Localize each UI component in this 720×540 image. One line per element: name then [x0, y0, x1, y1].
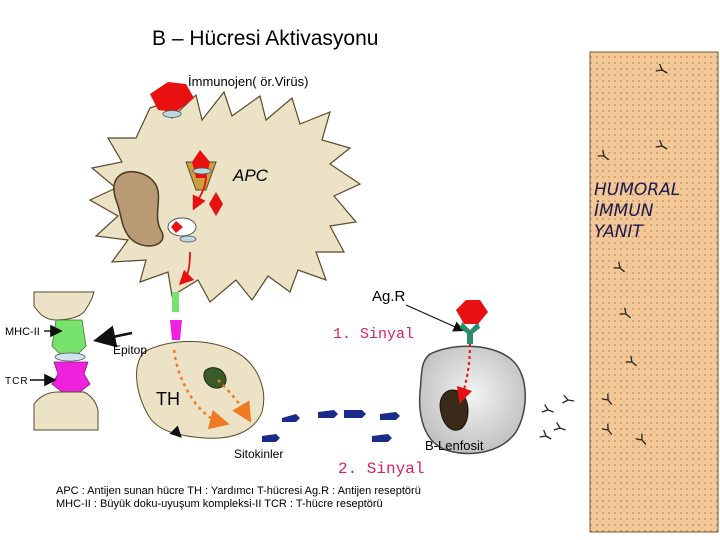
apc-nucleus — [113, 170, 164, 247]
signal-1-label: 1. Sinyal — [333, 326, 415, 343]
antibody-icon — [597, 149, 610, 161]
antigen-receptor-label: Ag.R — [372, 288, 406, 305]
antigen-fragment-icon — [209, 192, 223, 216]
antibody-icon — [613, 261, 626, 273]
humoral-response-label: HUMORAL İMMUN YANIT — [594, 180, 681, 242]
antibody-icon — [562, 394, 575, 404]
th-label: TH — [156, 389, 180, 409]
mhc-ii-label: MHC-II — [5, 326, 40, 338]
signal-2-label: 2. Sinyal — [338, 460, 425, 478]
antibody-icon — [601, 423, 613, 436]
b-lymphocyte-label: B-Lenfosit — [425, 438, 484, 453]
antibody-icon — [619, 307, 632, 319]
mhc-stalk — [172, 292, 179, 312]
humoral-panel — [589, 51, 719, 533]
legend-line-2: MHC-II : Büyük doku-uyuşum kompleksi-II … — [56, 498, 383, 510]
apc-membrane-closeup — [33, 291, 95, 321]
cytokine-icon — [262, 410, 400, 442]
antibody-icon — [539, 429, 552, 440]
receptor-antigen-icon — [456, 300, 488, 324]
tcr-closeup — [51, 361, 91, 393]
tcr-label: TCR — [5, 376, 29, 387]
b-lymphocyte — [418, 345, 526, 455]
epitope-closeup — [54, 352, 86, 362]
apc-label: APC — [233, 166, 268, 185]
immunogen-icon — [150, 82, 194, 112]
t-cell-membrane-closeup — [33, 391, 99, 431]
apc-cell — [88, 90, 362, 303]
antibody-icon — [625, 355, 638, 367]
immunogen-label: İmmunojen( ör.Virüs) — [188, 74, 309, 89]
antibody-icon — [553, 422, 566, 431]
th-nucleus — [203, 367, 227, 389]
antibody-icon — [635, 433, 647, 446]
antibody-icon — [541, 404, 554, 413]
antibody-icon — [655, 139, 668, 150]
th-cell — [136, 341, 265, 439]
cytokines-label: Sitokinler — [234, 447, 284, 461]
tcr-stalk — [170, 320, 182, 340]
page-title: B – Hücresi Aktivasyonu — [152, 27, 379, 50]
antibody-icon — [655, 63, 668, 74]
epitope-label: Epitop — [113, 343, 148, 357]
antigen-receptor-icon — [460, 322, 480, 336]
mhc-ii-closeup — [51, 319, 87, 355]
antibody-icon — [601, 393, 613, 406]
antibody-icon — [539, 63, 668, 446]
legend-line-1: APC : Antijen sunan hücre TH : Yardımcı … — [56, 485, 421, 497]
